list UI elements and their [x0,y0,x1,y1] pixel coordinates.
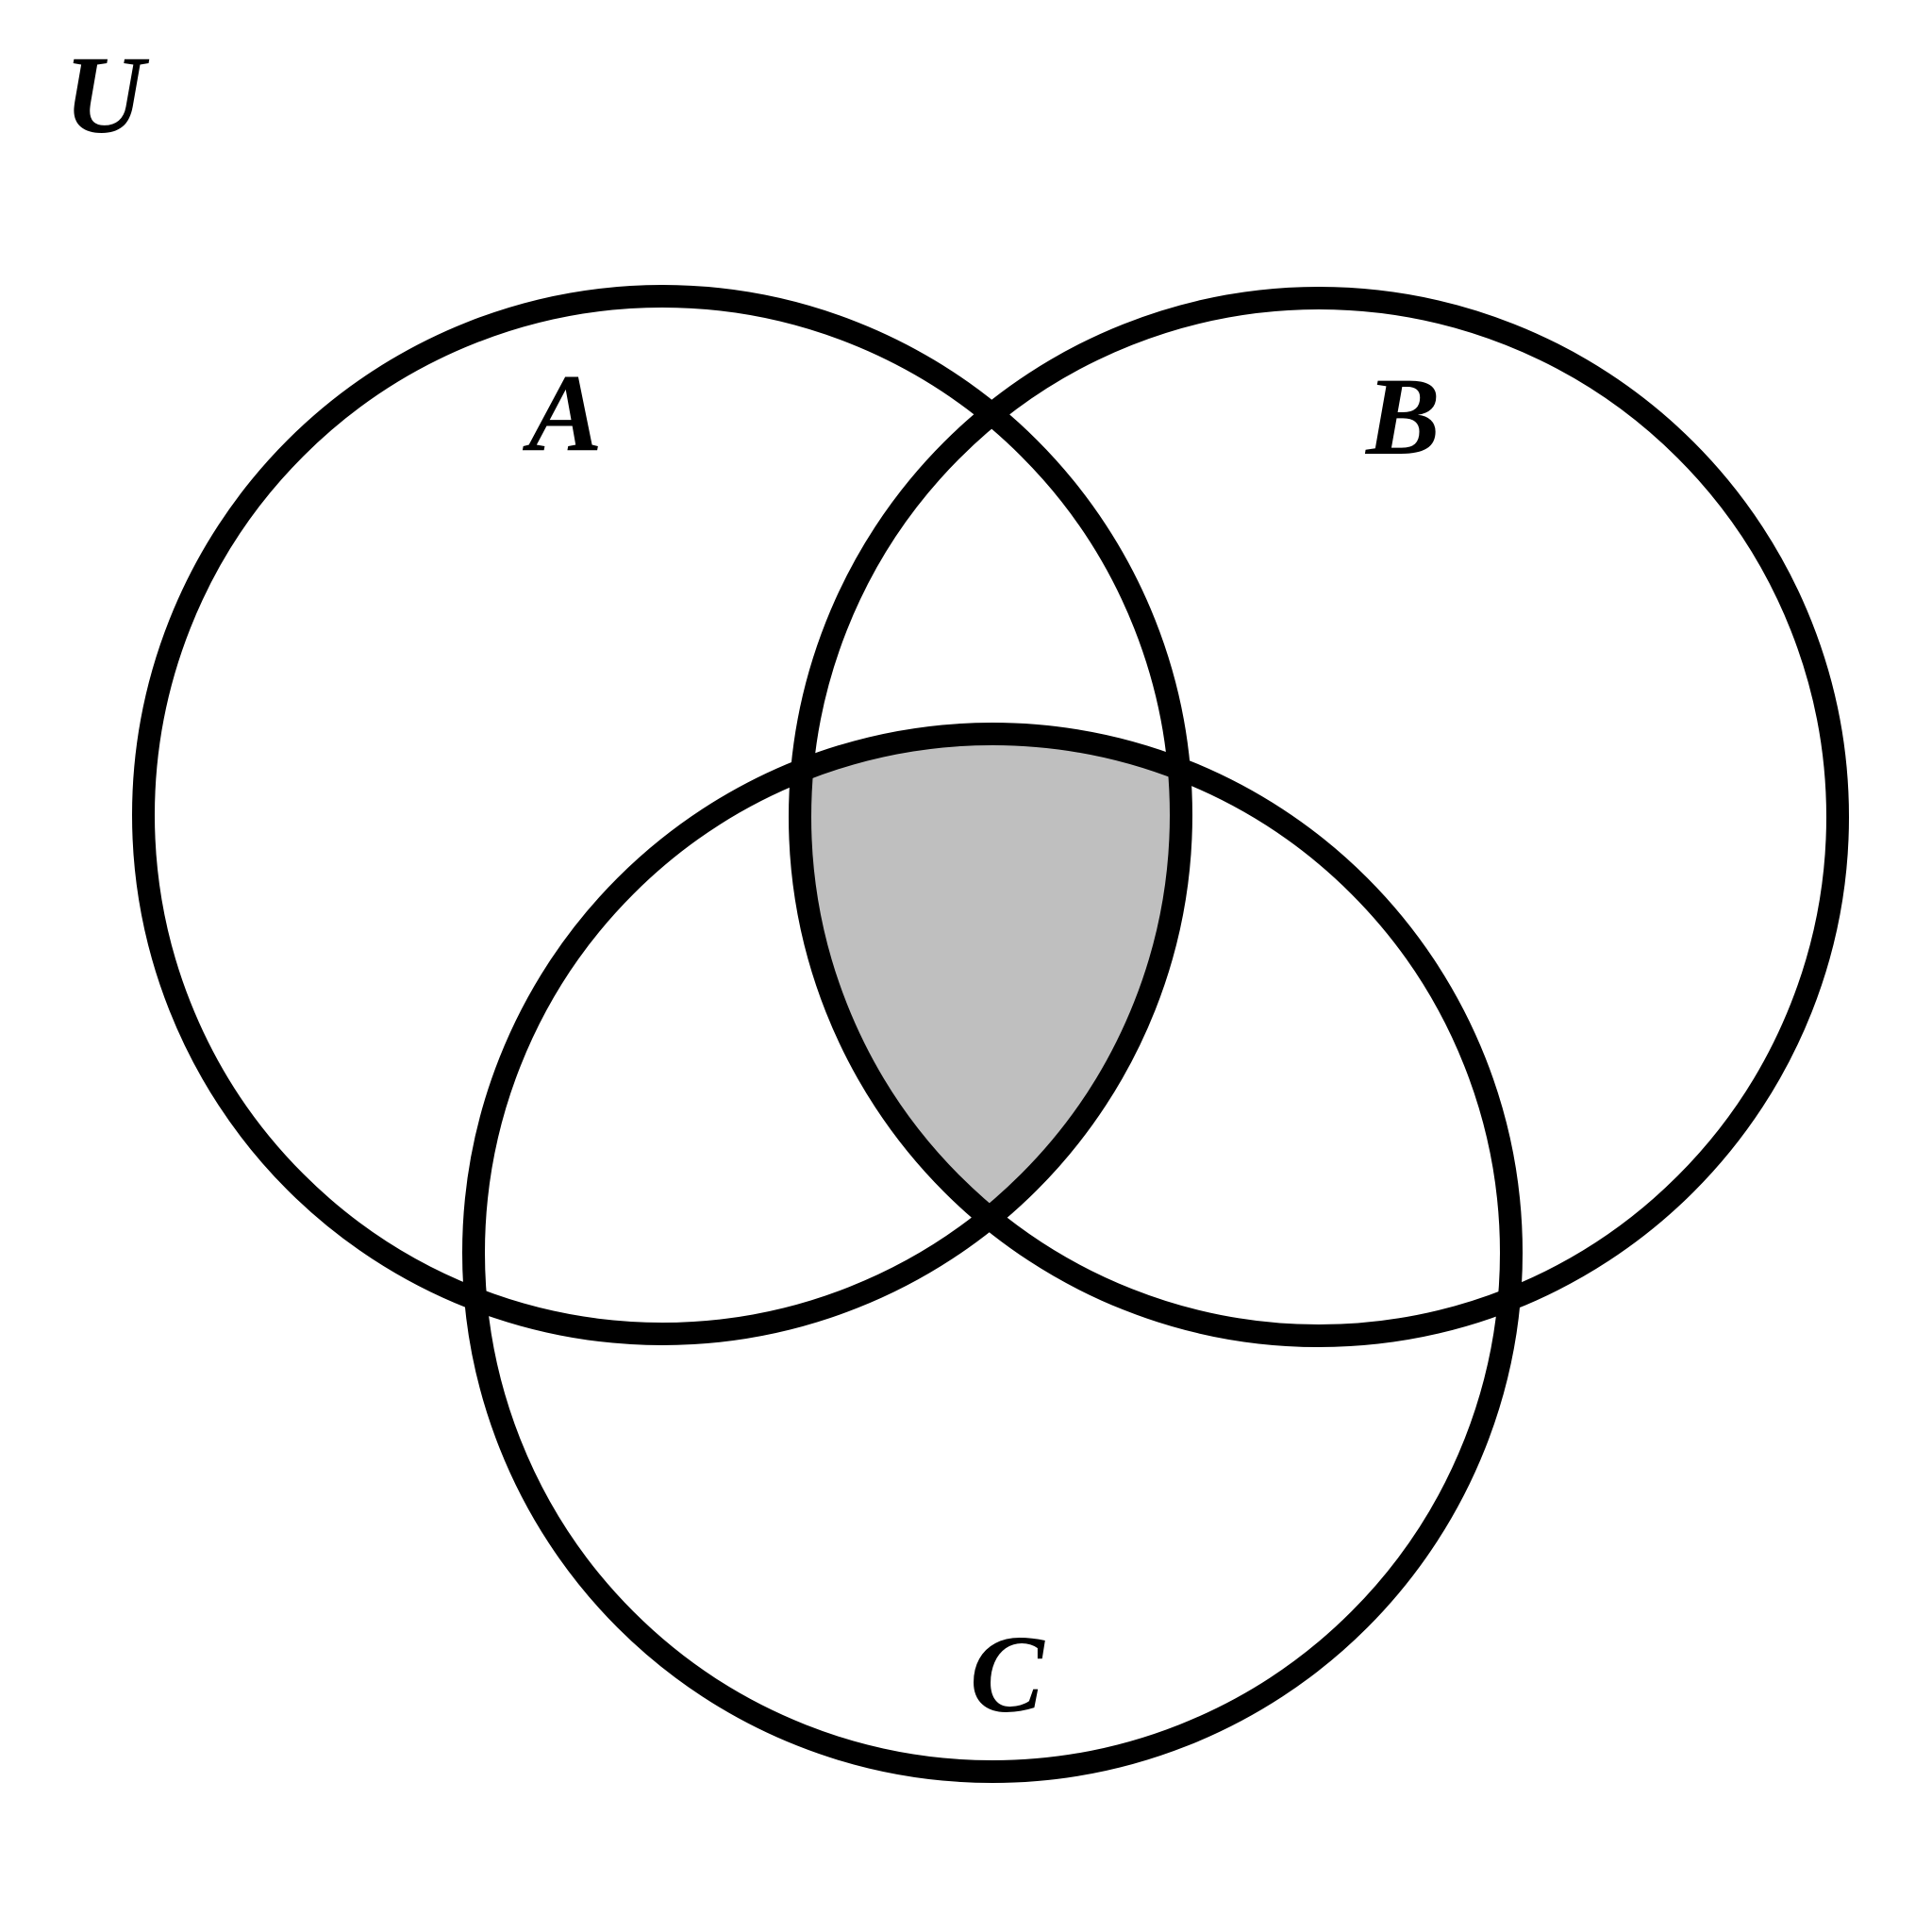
universe-label: U [64,33,150,157]
set-c-label: C [970,1612,1045,1736]
set-b-circle [789,287,1849,1347]
set-a-label: A [522,351,603,475]
set-b-label: B [1364,355,1441,478]
set-a-circle [132,285,1192,1345]
set-c-circle [462,723,1523,1783]
